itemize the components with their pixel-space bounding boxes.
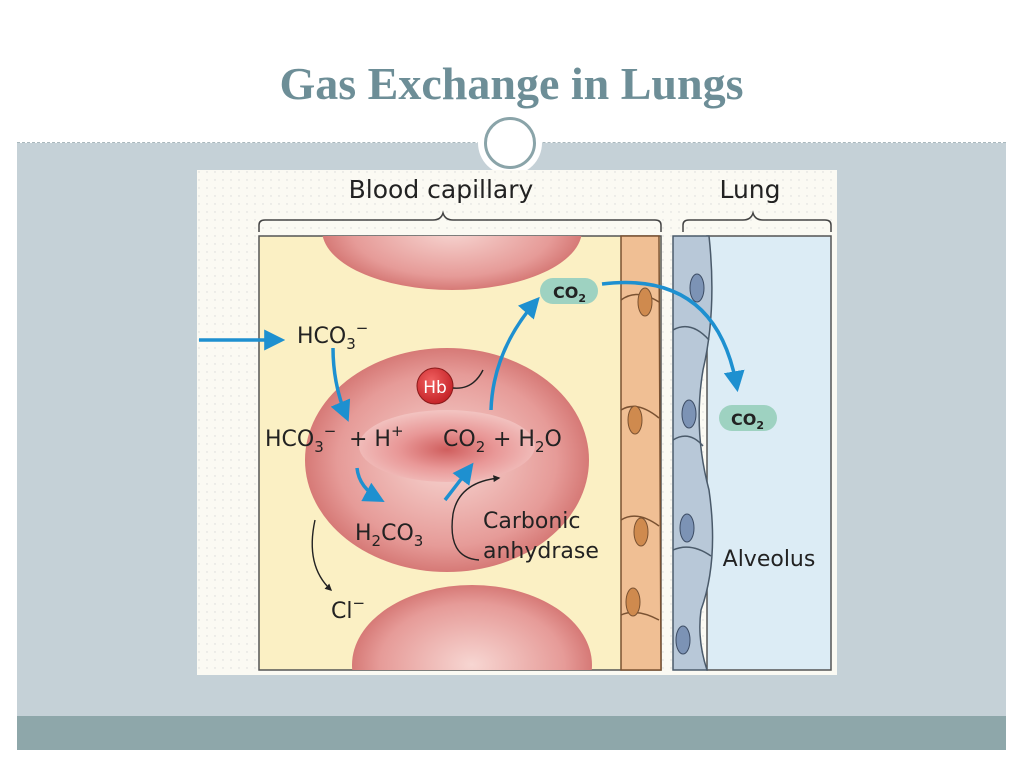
co2-top-label: CO2 [553, 283, 586, 305]
co2-pill-top [540, 278, 598, 304]
gas-exchange-diagram: Blood capillary Lung [197, 170, 837, 675]
brace-blood-capillary [258, 210, 662, 232]
red-blood-cell-top [322, 236, 582, 290]
label-reaction-co2: CO2 [443, 427, 485, 456]
label-bicarbonate-in: HCO3− [297, 319, 368, 353]
label-chloride: Cl− [331, 594, 365, 624]
capillary-nucleus [633, 517, 649, 547]
label-alveolus: Alveolus [723, 547, 816, 572]
arrow-enzyme-cycle [451, 475, 501, 561]
epithelium-nucleus [679, 513, 695, 543]
capillary-nucleus [637, 287, 653, 317]
connector-hb [452, 369, 484, 389]
red-blood-cell-bottom [352, 585, 592, 670]
arrow-co2-out-of-cell [489, 296, 540, 411]
capillary-nucleus [627, 405, 643, 435]
label-enzyme-line2: anhydrase [483, 539, 599, 564]
arrow-to-co2-water [443, 462, 474, 502]
arrow-to-carbonic-acid [355, 467, 385, 503]
label-carbonic-acid: H2CO3 [355, 521, 423, 550]
label-reaction-water: + H2O [493, 427, 562, 456]
co2-pill-lung [719, 405, 777, 431]
diagram-svg: Blood capillary Lung [197, 170, 837, 675]
capillary-nucleus [625, 587, 641, 617]
hemoglobin-marker [416, 367, 454, 405]
arrow-co2-to-lung [601, 280, 745, 393]
epithelium-nucleus [689, 273, 705, 303]
header-blood-capillary: Blood capillary [349, 175, 534, 204]
arrow-chloride-out [311, 519, 333, 591]
capillary-wall [620, 235, 662, 671]
label-reaction-bicarbonate: HCO3− [265, 422, 336, 456]
epithelium-nucleus [675, 625, 691, 655]
slide-title: Gas Exchange in Lungs [279, 58, 744, 109]
hemoglobin-label: Hb [423, 378, 447, 398]
label-reaction-proton: + H+ [349, 422, 404, 452]
header-lung: Lung [719, 175, 780, 204]
title-ornament-ring [484, 117, 536, 169]
footer-band [17, 716, 1006, 750]
brace-lung [682, 210, 832, 232]
label-enzyme-line1: Carbonic [483, 509, 580, 534]
co2-lung-label: CO2 [731, 410, 764, 432]
alveolar-epithelium [672, 235, 714, 671]
alveolus-space [706, 235, 832, 671]
title-ornament-circle [478, 111, 542, 175]
arrow-bicarbonate-to-reaction [330, 347, 351, 422]
red-blood-cell-dimple [359, 410, 535, 482]
epithelium-nucleus [681, 399, 697, 429]
